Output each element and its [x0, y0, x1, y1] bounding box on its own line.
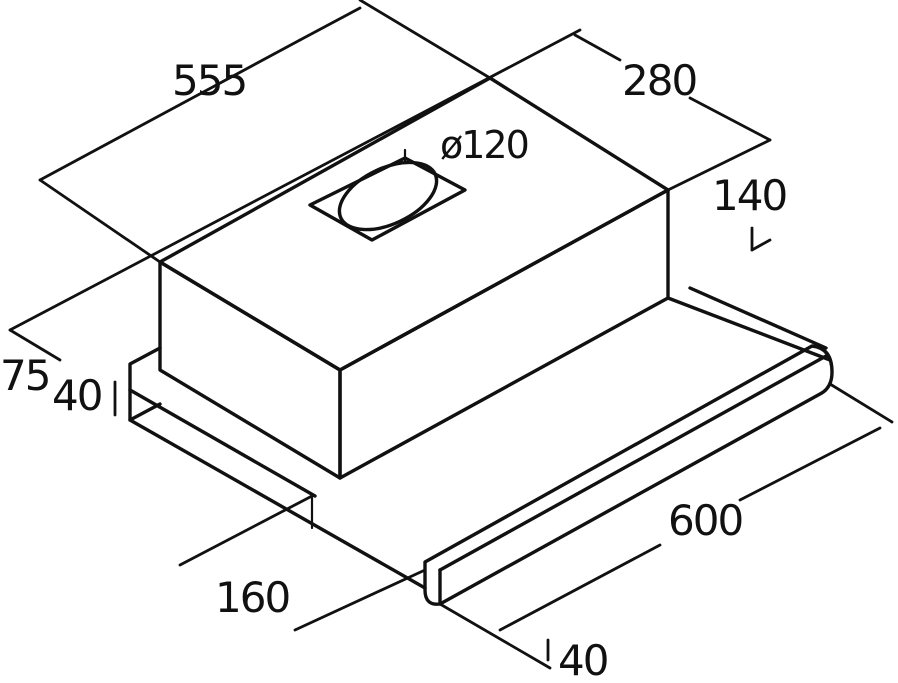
slider-outline — [423, 344, 834, 606]
dimension-lines — [8, 0, 894, 670]
base-top-edge-front — [128, 388, 317, 498]
body-side-face — [338, 188, 670, 480]
dim-555-ext-right — [358, 0, 492, 80]
label-40-bottom: 40 — [558, 636, 607, 683]
dim-160-line — [293, 568, 427, 632]
base-bottom-edge-front — [128, 418, 427, 590]
dim-75-diagonal — [8, 28, 582, 332]
base-back-edge — [688, 286, 828, 350]
dim-600-ext-right — [828, 382, 894, 424]
hood-base — [128, 286, 832, 590]
label-160: 160 — [215, 573, 289, 622]
label-555: 555 — [172, 56, 246, 105]
dim-600-line-b — [738, 426, 882, 502]
dim-555-ext-left — [38, 178, 162, 264]
dim-600-line-a — [498, 543, 662, 632]
hood-body — [158, 76, 670, 480]
label-600: 600 — [668, 496, 742, 545]
dim-75-ext — [8, 328, 62, 362]
base-left-lip — [128, 346, 162, 422]
label-280: 280 — [622, 56, 696, 105]
label-40-left: 40 — [52, 371, 101, 420]
label-75: 75 — [0, 351, 49, 400]
dim-555-line-b — [298, 6, 362, 42]
duct-circle — [337, 160, 439, 232]
body-top-face — [158, 76, 670, 372]
dim-40-bottom-ext — [438, 602, 552, 670]
dim-280-line-a — [573, 33, 622, 62]
dim-140-tick — [750, 238, 772, 252]
label-duct-diameter: ø120 — [440, 123, 528, 167]
slider-top-ridge — [438, 354, 828, 572]
dim-280-line-b — [688, 96, 772, 142]
label-140: 140 — [712, 171, 786, 220]
dimension-labels: 555 280 140 ø120 75 40 160 600 40 — [0, 56, 788, 683]
body-front-face — [158, 260, 342, 480]
dim-555-line-a — [38, 38, 302, 182]
slider-bar — [423, 344, 834, 606]
dim-160-ext — [178, 494, 314, 567]
dim-140-ext-top — [666, 138, 772, 192]
duct-outlet — [308, 148, 467, 242]
